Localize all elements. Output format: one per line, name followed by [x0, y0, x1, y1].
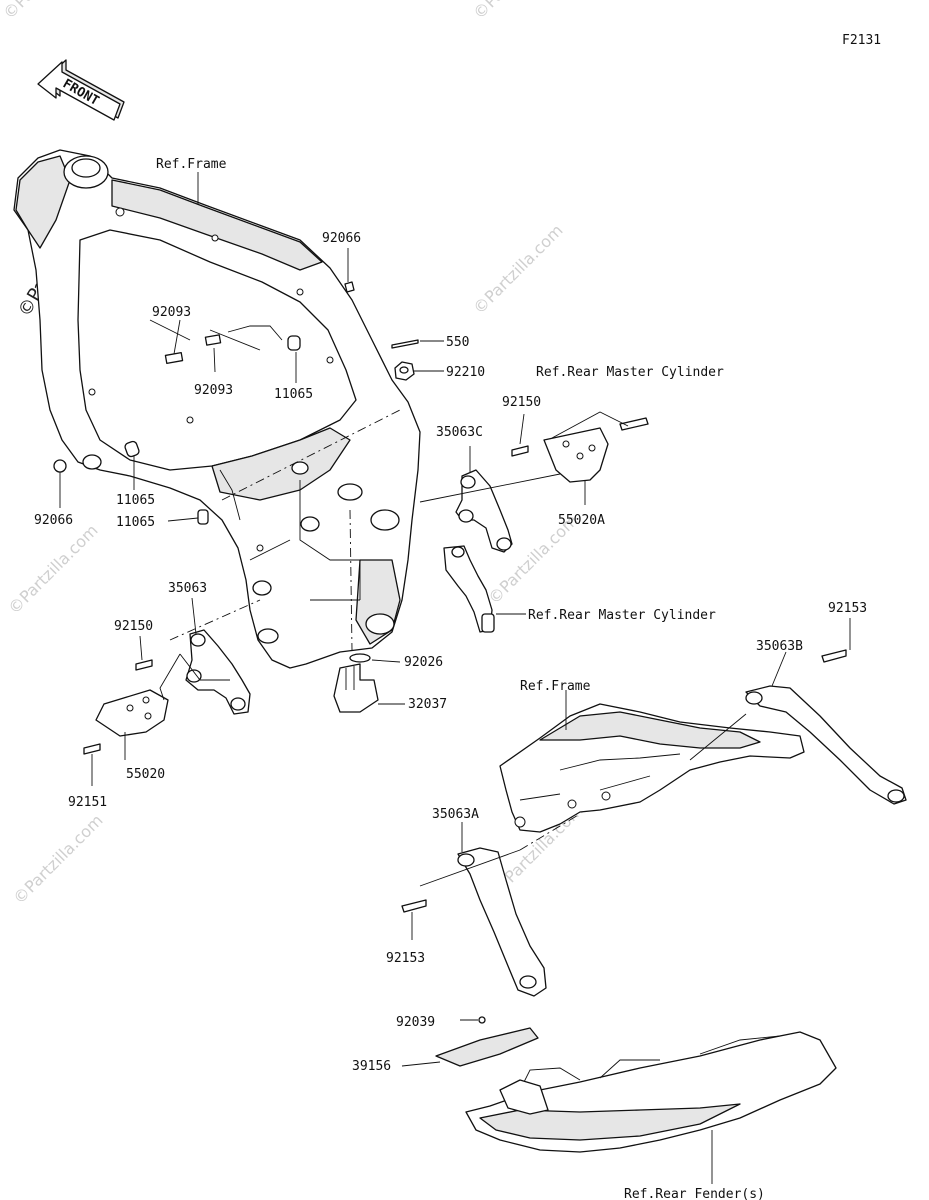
watermark: ©Partzilla.com	[469, 221, 566, 318]
label-35063b: 35063B	[756, 639, 803, 654]
label-92039: 92039	[396, 1015, 435, 1030]
front-arrow-icon: FRONT	[37, 59, 125, 121]
label-ref-frame-top: Ref.Frame	[156, 157, 227, 172]
label-92151: 92151	[68, 795, 107, 810]
label-ref-rear-fender: Ref.Rear Fender(s)	[624, 1187, 765, 1200]
watermark: ©Partzilla.com	[4, 521, 101, 618]
callout-labels: Ref.Frame 92066 92093 92093 11065 550 92…	[34, 157, 867, 1200]
label-32037: 32037	[408, 697, 447, 712]
label-55020a: 55020A	[558, 513, 605, 528]
label-11065-a: 11065	[274, 387, 313, 402]
figure-code: F2131	[842, 33, 881, 48]
label-92153-right: 92153	[828, 601, 867, 616]
label-11065-c: 11065	[116, 515, 155, 530]
label-92150-left: 92150	[114, 619, 153, 634]
label-39156: 39156	[352, 1059, 391, 1074]
label-35063: 35063	[168, 581, 207, 596]
label-92066-left: 92066	[34, 513, 73, 528]
right-footpeg-bracket	[419, 411, 649, 633]
left-footpeg-bracket	[83, 597, 251, 786]
label-92026: 92026	[404, 655, 443, 670]
label-ref-frame-sub: Ref.Frame	[520, 679, 591, 694]
label-ref-rear-master-cylinder-top: Ref.Rear Master Cylinder	[536, 365, 724, 380]
watermark: ©Partzilla.com	[0, 0, 97, 23]
passenger-bracket-left	[401, 813, 581, 997]
label-92153-left: 92153	[386, 951, 425, 966]
label-55020: 55020	[126, 767, 165, 782]
leader-lines	[59, 172, 444, 705]
label-92210: 92210	[446, 365, 485, 380]
frame-small-parts	[53, 248, 419, 713]
label-35063a: 35063A	[432, 807, 479, 822]
label-92093-a: 92093	[152, 305, 191, 320]
label-35063c: 35063C	[436, 425, 483, 440]
main-frame	[13, 149, 421, 669]
watermark: ©Partzilla.com	[469, 0, 566, 23]
sub-frame	[499, 690, 805, 833]
passenger-bracket-right	[689, 618, 907, 805]
label-92093-b: 92093	[194, 383, 233, 398]
label-92150-right: 92150	[502, 395, 541, 410]
rear-fender	[401, 1016, 837, 1184]
label-92066-top: 92066	[322, 231, 361, 246]
label-550: 550	[446, 335, 469, 350]
watermark: ©Partzilla.com	[9, 811, 106, 908]
label-11065-b: 11065	[116, 493, 155, 508]
label-ref-rear-master-cylinder-mid: Ref.Rear Master Cylinder	[528, 608, 716, 623]
